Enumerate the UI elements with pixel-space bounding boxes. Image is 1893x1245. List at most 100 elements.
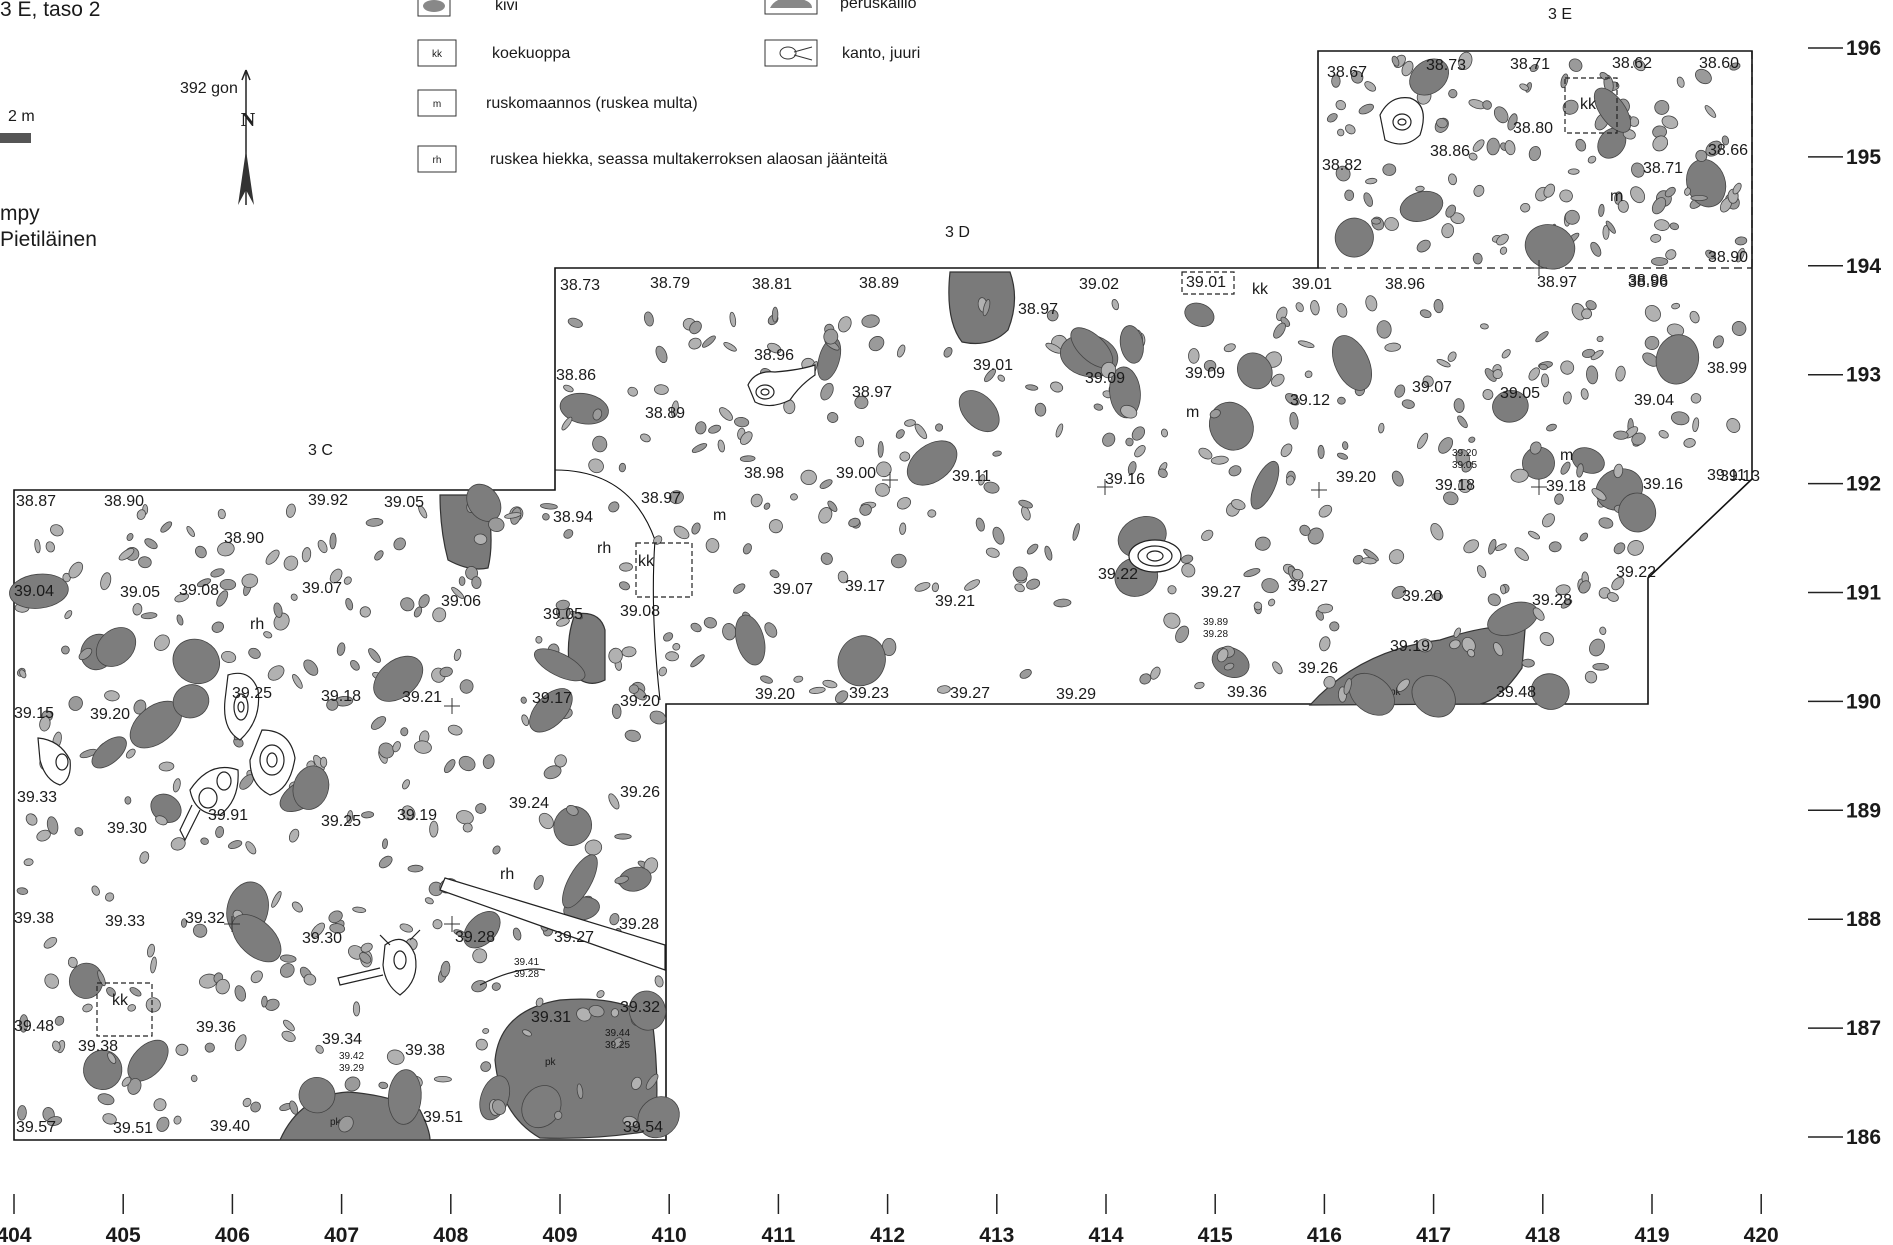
stone: [670, 400, 679, 418]
stone: [1559, 189, 1573, 203]
bedrock-code-3c-s: pk: [330, 1117, 342, 1128]
x-axis-label: 407: [324, 1224, 359, 1245]
test-pit-3d-north: [1181, 271, 1235, 295]
stone: [210, 568, 225, 578]
stone: [1025, 384, 1039, 391]
stone: [1254, 536, 1271, 551]
stone: [1535, 331, 1549, 343]
stone: [433, 1075, 452, 1083]
stone: [472, 948, 488, 964]
stone: [1055, 423, 1064, 438]
stone: [1522, 446, 1555, 480]
elevation: 39.36: [196, 1019, 236, 1036]
elevation: 39.51: [423, 1109, 463, 1126]
stone: [158, 761, 175, 772]
stone: [997, 374, 1006, 382]
soil-code-3d-2: m: [1560, 447, 1573, 464]
stone: [1391, 55, 1400, 67]
stone: [820, 382, 834, 401]
elevation: 39.24: [509, 795, 549, 812]
stone: [1181, 563, 1196, 578]
test-pit-3c-3d: [635, 542, 693, 598]
stone: [400, 597, 415, 612]
stump-3d-2: [1128, 539, 1182, 573]
stone: [1692, 417, 1700, 433]
stone: [1650, 233, 1662, 243]
stone: [563, 384, 574, 393]
stone: [1665, 249, 1677, 260]
stone: [1419, 309, 1432, 319]
stone: [1669, 222, 1680, 231]
stone: [1546, 423, 1557, 432]
stone: [1482, 389, 1494, 400]
stone: [535, 636, 543, 644]
stumps: [37, 97, 1424, 996]
stone: [17, 1105, 27, 1121]
stone: [985, 547, 1000, 558]
stone: [1654, 219, 1670, 231]
stump-3c-2: [249, 729, 296, 796]
stone: [195, 545, 207, 559]
stone: [1223, 662, 1235, 671]
elevation: 39.20: [90, 706, 130, 723]
stone: [386, 1049, 405, 1065]
stone: [1335, 165, 1351, 182]
stone: [1476, 565, 1487, 579]
stone: [241, 573, 259, 589]
stone: [1348, 672, 1395, 716]
stone: [837, 316, 852, 333]
x-axis-label: 413: [979, 1224, 1014, 1245]
stone: [1150, 666, 1161, 680]
stone: [1261, 578, 1279, 594]
x-axis-label: 406: [215, 1224, 250, 1245]
stone: [121, 1076, 132, 1087]
stone: [413, 740, 432, 754]
y-axis-label: 195: [1846, 146, 1881, 169]
stone: [914, 582, 931, 592]
stone: [1510, 468, 1529, 483]
stone: [1671, 302, 1681, 310]
stone: [147, 943, 155, 958]
stone: [750, 493, 763, 508]
y-axis-label: 190: [1846, 690, 1881, 713]
elevation: 39.41: [514, 957, 539, 968]
stone: [227, 840, 243, 850]
elevation: 39.91: [208, 807, 248, 824]
stone: [1520, 202, 1531, 213]
y-axis-label: 187: [1846, 1017, 1881, 1040]
stone: [742, 543, 752, 555]
title-line-2: mpy: [0, 202, 40, 225]
stone: [768, 519, 783, 534]
elevation: 39.33: [17, 789, 57, 806]
stone: [1560, 599, 1573, 609]
stone: [1438, 437, 1454, 454]
stone: [931, 582, 940, 593]
stone: [688, 337, 702, 350]
sand-code-3c-1: rh: [597, 540, 611, 557]
stone: [703, 617, 717, 629]
elevation: 39.18: [1546, 478, 1586, 495]
stone: [1304, 370, 1313, 379]
stone: [800, 469, 817, 486]
stone: [1336, 452, 1349, 460]
stone: [1351, 70, 1364, 84]
stone: [34, 538, 41, 554]
stone: [368, 648, 381, 663]
stone: [1223, 343, 1236, 353]
stone: [16, 887, 29, 895]
stone: [624, 729, 641, 742]
elevation: 39.08: [620, 603, 660, 620]
stone: [1591, 488, 1607, 501]
trench-outline: [13, 50, 1753, 1141]
elevation: 38.90: [104, 493, 144, 510]
stone: [1602, 224, 1610, 240]
stone: [124, 796, 132, 805]
scale-bar-segment: [0, 133, 31, 143]
stone: [1555, 584, 1571, 596]
stone: [640, 433, 651, 443]
stone: [983, 481, 1000, 494]
elevation: 38.90: [1708, 249, 1748, 266]
elevation: 38.86: [1430, 143, 1470, 160]
soil-code-3e: m: [1610, 188, 1623, 205]
